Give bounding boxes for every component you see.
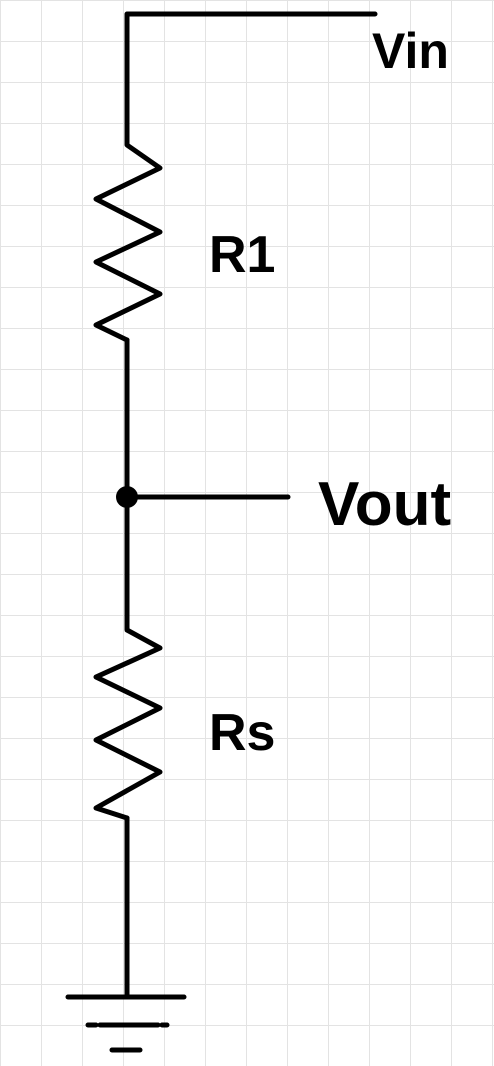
rs-resistor [93,619,163,821]
vout-label: Vout [318,470,451,539]
vin-label: Vin [372,23,449,79]
rs-label: Rs [209,704,275,762]
ground-icon [65,994,187,1053]
r1-label: R1 [209,226,275,284]
vin-wire [124,11,378,138]
r1-resistor [93,132,163,343]
